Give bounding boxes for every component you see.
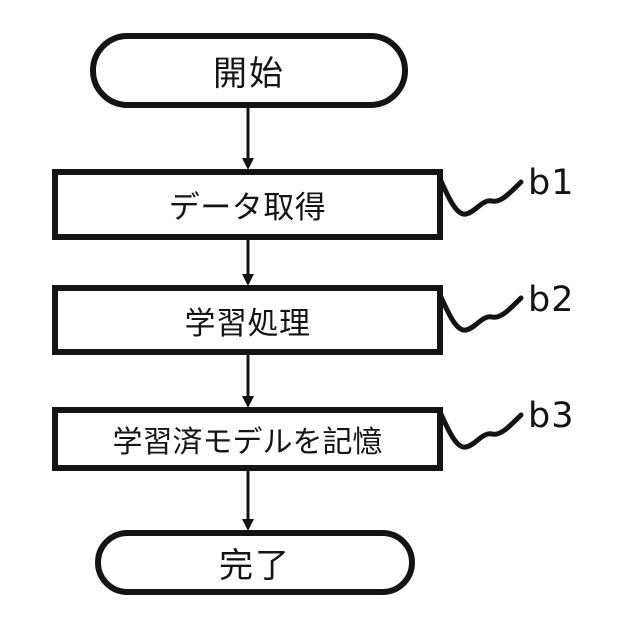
node-b3-shape <box>52 407 443 471</box>
leader-line-b2 <box>438 294 524 333</box>
leader-line-b3 <box>438 411 524 450</box>
node-b2-shape <box>52 285 443 355</box>
leader-line-b1 <box>438 178 524 217</box>
node-end-shape <box>95 530 415 595</box>
node-start-shape <box>90 33 408 108</box>
node-b1-shape <box>52 169 443 240</box>
